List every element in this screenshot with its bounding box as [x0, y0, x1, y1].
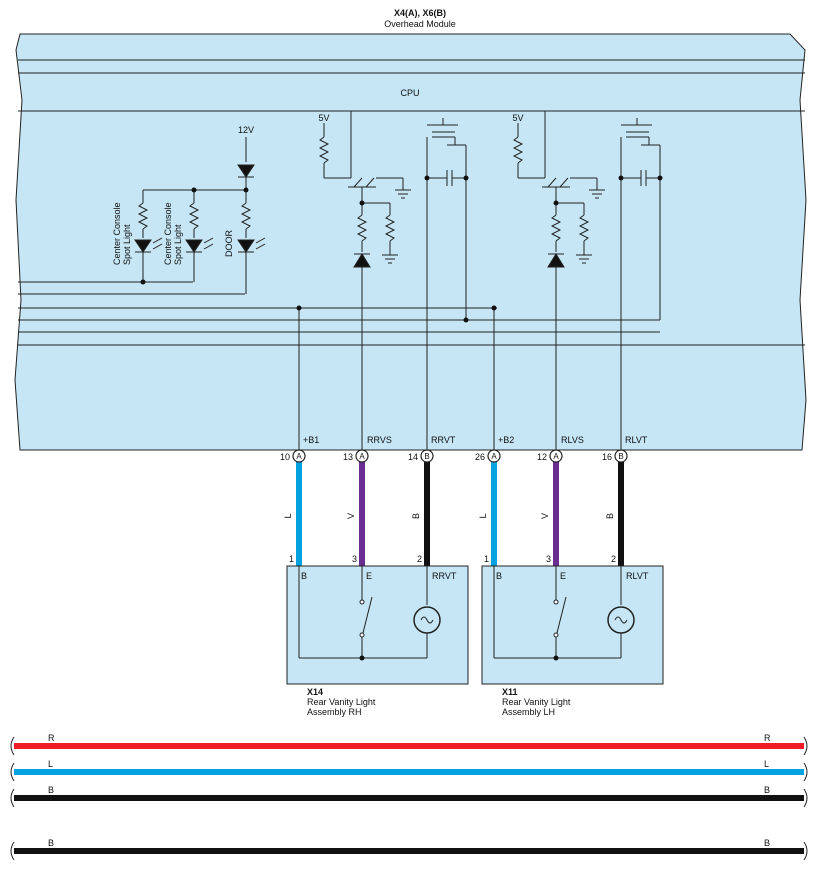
assembly-pin-num: 2 [611, 554, 616, 564]
bus-wire-b1: B B [10, 785, 808, 808]
assembly-name: Rear Vanity Light [307, 697, 376, 707]
module-connector-label: X4(A), X6(B) [394, 8, 446, 18]
interior-lamp-circuit [134, 137, 266, 294]
pin-connector-letter: A [296, 452, 302, 461]
pin-signal-label: +B1 [303, 435, 319, 445]
pin-connector-letter: B [618, 452, 623, 461]
driver-rh-junction-dots [296, 175, 469, 323]
assembly-id: X14 [307, 687, 323, 697]
bus-wire-label-right: L [764, 759, 769, 769]
wire-color-label: V [346, 513, 356, 519]
bus-wire-label-left: B [48, 785, 54, 795]
assembly-pin-t: RLVT [626, 571, 649, 581]
wire-color-label: B [605, 513, 615, 519]
assembly-x11: B E RLVT 1 3 2 X11 Rear Vanity Light Ass… [481, 554, 664, 717]
pin-connector-letter: A [553, 452, 559, 461]
pin-connector-letter: A [359, 452, 365, 461]
pin-number: 26 [475, 452, 485, 462]
bus-wire-label-left: R [48, 733, 55, 743]
bus-wire-l: L L [10, 759, 808, 782]
pin-connector-letter: B [424, 452, 429, 461]
assembly-pin-e: E [560, 571, 566, 581]
assembly-pin-num: 3 [352, 554, 357, 564]
pin-signal-label: +B2 [498, 435, 514, 445]
cpu-label: CPU [400, 88, 419, 98]
pin-number: 16 [602, 452, 612, 462]
pin-signal-label: RLVS [561, 435, 584, 445]
bus-wire-label-right: B [764, 838, 770, 848]
supply-5v-label-2: 5V [512, 113, 523, 123]
bus-wire-r: R R [10, 733, 808, 756]
pin-signal-label: RRVS [367, 435, 392, 445]
pin-signal-label: RRVT [431, 435, 456, 445]
assembly-pin-num: 1 [289, 554, 294, 564]
bus-wire-label-right: B [764, 785, 770, 795]
lamp-label-console-1b: Spot Light [122, 224, 132, 265]
assembly-pin-b: B [496, 571, 502, 581]
overhead-module-body [14, 33, 807, 451]
lamp-label-console-2a: Center Console [163, 202, 173, 265]
assembly-pin-num: 2 [417, 554, 422, 564]
pin-number: 10 [280, 452, 290, 462]
assembly-pin-e: E [366, 571, 372, 581]
assembly-pin-num: 3 [546, 554, 551, 564]
pin-connector-letter: A [491, 452, 497, 461]
lamp-label-console-2b: Spot Light [173, 224, 183, 265]
lamp-label-console-1a: Center Console [112, 202, 122, 265]
assembly-x14: B E RRVT 1 3 2 X14 Rear Vanity Light Ass… [286, 554, 469, 717]
bus-wire-label-right: R [764, 733, 771, 743]
pin-number: 14 [408, 452, 418, 462]
module-name: Overhead Module [384, 19, 456, 29]
bus-wire-label-left: B [48, 838, 54, 848]
driver-circuit-rh [298, 111, 467, 450]
wire-color-label: L [283, 513, 293, 518]
supply-5v-label-1: 5V [318, 113, 329, 123]
lamp-junction-dots [140, 187, 249, 285]
internal-bus-lines [18, 281, 660, 333]
assembly-name: Rear Vanity Light [502, 697, 571, 707]
wire-color-label: L [478, 513, 488, 518]
assembly-pin-b: B [301, 571, 307, 581]
assembly-pin-num: 1 [484, 554, 489, 564]
supply-12v-label: 12V [238, 125, 254, 135]
pin-number: 13 [343, 452, 353, 462]
driver-lh-junction-dots [491, 175, 663, 311]
lamp-label-door: DOOR [224, 229, 234, 257]
pin-circles [292, 449, 628, 463]
pin-number: 12 [537, 452, 547, 462]
wire-color-label: B [411, 513, 421, 519]
bus-wire-label-left: L [48, 759, 53, 769]
wire-color-label: V [540, 513, 550, 519]
assembly-name: Assembly RH [307, 707, 362, 717]
pin-signal-label: RLVT [625, 435, 648, 445]
assembly-pin-t: RRVT [432, 571, 457, 581]
assembly-name: Assembly LH [502, 707, 555, 717]
assembly-id: X11 [502, 687, 518, 697]
bus-wire-b2: B B [10, 838, 808, 861]
